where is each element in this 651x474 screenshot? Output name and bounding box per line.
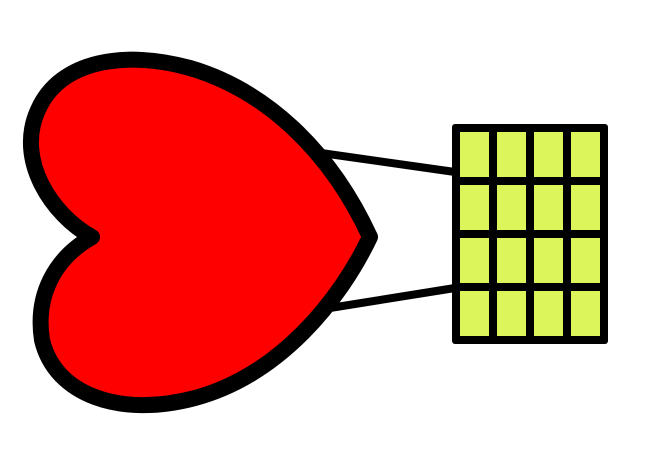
- basket-cell: [534, 291, 563, 336]
- basket-cell: [571, 132, 600, 177]
- basket-cell: [497, 185, 526, 230]
- basket-cell: [571, 291, 600, 336]
- heart-icon: [22, 51, 378, 414]
- basket-cell: [534, 238, 563, 283]
- basket-cell: [571, 238, 600, 283]
- grid-basket-icon: [452, 124, 608, 344]
- basket-cell: [534, 185, 563, 230]
- basket-cell: [497, 238, 526, 283]
- basket-cell: [460, 132, 489, 177]
- basket-cell: [460, 238, 489, 283]
- basket-cell: [497, 132, 526, 177]
- basket-cell: [497, 291, 526, 336]
- basket-cell: [534, 132, 563, 177]
- basket-frame: [452, 124, 608, 344]
- basket-cell: [460, 291, 489, 336]
- basket-cell: [571, 185, 600, 230]
- basket-cell: [460, 185, 489, 230]
